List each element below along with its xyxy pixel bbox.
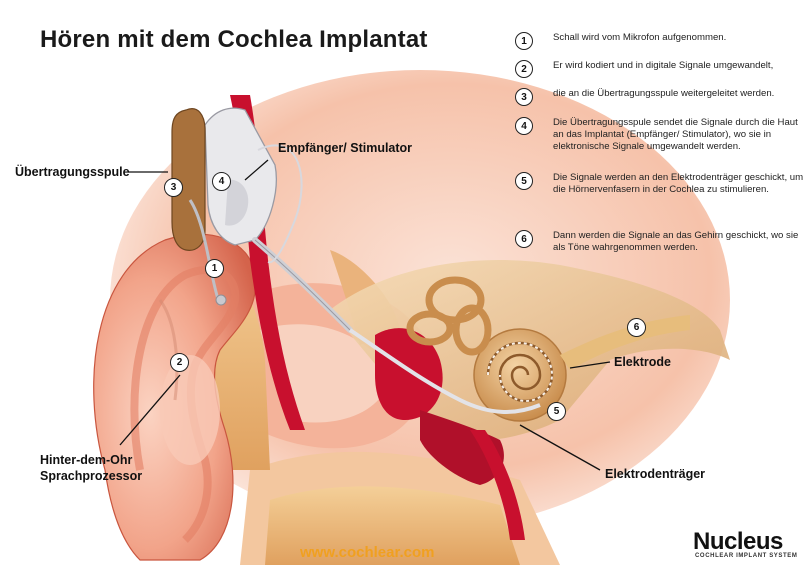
badge-5: 5	[547, 402, 566, 421]
step-text: Die Signale werden an den Elektrodenträg…	[553, 172, 810, 196]
step-number: 1	[515, 32, 533, 50]
step-text: Die Übertragungsspule sendet die Signale…	[553, 117, 810, 153]
label-electrode: Elektrode	[614, 354, 671, 370]
step-6: 6 Dann werden die Signale an das Gehirn …	[515, 230, 810, 254]
step-text: Dann werden die Signale an das Gehirn ge…	[553, 230, 810, 254]
step-4: 4 Die Übertragungsspule sendet die Signa…	[515, 117, 810, 153]
step-3: 3 die an die Übertragungsspule weitergel…	[515, 88, 810, 106]
step-text: Schall wird vom Mikrofon aufgenommen.	[553, 32, 726, 44]
label-processor-line2: Sprachprozessor	[40, 468, 142, 484]
step-number: 2	[515, 60, 533, 78]
step-5: 5 Die Signale werden an den Elektrodentr…	[515, 172, 810, 196]
badge-6: 6	[627, 318, 646, 337]
label-receiver-stimulator: Empfänger/ Stimulator	[278, 140, 412, 156]
step-1: 1 Schall wird vom Mikrofon aufgenommen.	[515, 32, 810, 50]
label-transmission-coil: Übertragungsspule	[15, 164, 130, 180]
website-url: www.cochlear.com	[300, 544, 435, 561]
step-2: 2 Er wird kodiert und in digitale Signal…	[515, 60, 810, 78]
step-number: 6	[515, 230, 533, 248]
badge-3: 3	[164, 178, 183, 197]
badge-4: 4	[212, 172, 231, 191]
step-number: 3	[515, 88, 533, 106]
badge-1: 1	[205, 259, 224, 278]
brand-logo: Nucleus	[693, 528, 783, 556]
label-processor-line1: Hinter-dem-Ohr	[40, 452, 132, 468]
label-electrode-carrier: Elektrodenträger	[605, 466, 705, 482]
step-text: Er wird kodiert und in digitale Signale …	[553, 60, 773, 72]
page-title: Hören mit dem Cochlea Implantat	[40, 26, 428, 54]
brand-tagline: COCHLEAR IMPLANT SYSTEM	[695, 553, 797, 559]
step-number: 5	[515, 172, 533, 190]
step-text: die an die Übertragungsspule weitergelei…	[553, 88, 774, 100]
badge-2: 2	[170, 353, 189, 372]
step-number: 4	[515, 117, 533, 135]
